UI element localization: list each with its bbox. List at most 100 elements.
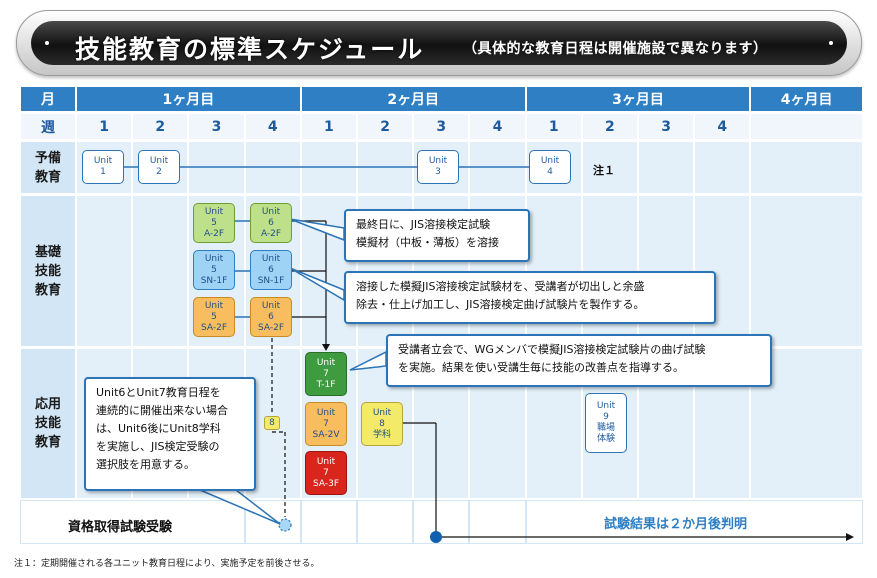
schedule-cell: [750, 141, 863, 194]
callout-line: 選択肢を用意する。: [96, 458, 195, 471]
schedule-cell: [188, 141, 245, 194]
week-header-label: 週: [20, 113, 76, 140]
unit-number: 5: [211, 311, 217, 322]
month-header: 2ヶ月目: [300, 86, 526, 112]
unit-code: A-2F: [203, 228, 225, 239]
callout-test-piece: 溶接した模擬JIS溶接検定試験材を、受講者が切出しと余盛 除去・仕上げ加工し、J…: [344, 271, 716, 324]
week-header: 3: [188, 113, 245, 140]
unit-label: Unit: [372, 407, 392, 418]
schedule-cell: [469, 141, 526, 194]
page-title: 技能教育の標準スケジュール: [75, 35, 425, 64]
unit-code: 職場: [596, 423, 615, 433]
unit-label: Unit: [596, 401, 616, 411]
unit-7-t1f: Unit 7 T-1F: [305, 352, 347, 396]
week-header: 1: [300, 113, 357, 140]
month-header-label: 月: [20, 86, 76, 112]
schedule-cell: [581, 141, 638, 194]
unit-3: Unit 3: [417, 150, 459, 184]
unit-label: Unit: [428, 156, 448, 166]
unit-number: 9: [603, 412, 609, 422]
callout-line: を実施。結果を使い受講生毎に技能の改善点を指導する。: [398, 361, 684, 374]
unit-label: Unit: [204, 206, 224, 217]
unit-code: SA-2F: [201, 322, 227, 333]
row-label-applied: 応用技能教育: [20, 348, 76, 499]
unit-label: Unit: [261, 300, 281, 311]
banner-rivet-icon: [829, 41, 833, 45]
row-label-line: 教育: [34, 169, 61, 185]
unit-4: Unit 4: [529, 150, 571, 184]
month-header: 1ヶ月目: [76, 86, 301, 112]
unit-label: Unit: [261, 206, 281, 217]
exam-row-cell: [300, 500, 357, 544]
schedule-cell: [76, 195, 133, 347]
result-label: 試験結果は２か月後判明: [604, 517, 748, 532]
week-header: 4: [469, 113, 526, 140]
week-header: 3: [638, 113, 695, 140]
unit-code: SA-2V: [312, 429, 340, 440]
unit-label: Unit: [204, 253, 224, 264]
unit-label: Unit: [261, 253, 281, 264]
callout-line: は、Unit6後にUnit8学科: [96, 422, 221, 435]
unit-7-sa2v: Unit 7 SA-2V: [305, 402, 347, 446]
exam-row-cell: [244, 500, 301, 544]
unit-number: 6: [268, 217, 274, 228]
unit-code: T-1F: [316, 379, 336, 390]
callout-unit8-option: Unit6とUnit7教育日程を 連続的に開催出来ない場合 は、Unit6後にU…: [84, 377, 256, 491]
unit-code: A-2F: [260, 228, 282, 239]
month-header: 4ヶ月目: [750, 86, 863, 112]
week-header: 2: [581, 113, 638, 140]
unit-number: 8: [269, 417, 275, 428]
unit-number: 7: [323, 368, 329, 379]
unit-number: 1: [100, 167, 106, 177]
schedule-cell: [357, 141, 414, 194]
page-subtitle: （具体的な教育日程は開催施設で異なります）: [463, 41, 768, 57]
callout-line: 受講者立会で、WGメンバで模擬JIS溶接検定試験片の曲げ試験: [398, 343, 706, 356]
unit-6-sa2f: Unit 6 SA-2F: [250, 297, 292, 337]
schedule-cell: [638, 141, 695, 194]
unit-label: Unit: [204, 300, 224, 311]
week-header: 4: [244, 113, 301, 140]
unit-label: Unit: [316, 357, 336, 368]
unit-label: Unit: [149, 156, 169, 166]
callout-line: 最終日に、JIS溶接検定試験: [356, 218, 491, 231]
unit-7-sa3f: Unit 7 SA-3F: [305, 451, 347, 495]
unit-1: Unit 1: [82, 150, 124, 184]
unit-number: 8: [379, 418, 385, 429]
unit-5-sa2f: Unit 5 SA-2F: [193, 297, 235, 337]
month-header: 3ヶ月目: [525, 86, 751, 112]
row-label-basic: 基礎技能教育: [20, 195, 76, 347]
row-label-line: 技能: [34, 416, 61, 431]
schedule-cell: [300, 141, 357, 194]
callout-line: を実施し、JIS検定受験の: [96, 440, 220, 453]
schedule-cell: [132, 195, 189, 347]
schedule-cell: [694, 141, 751, 194]
callout-bend-test: 受講者立会で、WGメンバで模擬JIS溶接検定試験片の曲げ試験 を実施。結果を使い…: [386, 334, 772, 387]
week-header: 3: [413, 113, 470, 140]
row-label-line: 教育: [34, 282, 61, 298]
unit-label: Unit: [316, 456, 336, 467]
unit-code: SA-2F: [258, 322, 284, 333]
week-header: 4: [694, 113, 751, 140]
week-header-empty: [750, 113, 863, 140]
row-label-line: 基礎: [34, 244, 61, 260]
callout-line: 除去・仕上げ加工し、JIS溶接検定曲げ試験片を製作する。: [356, 298, 645, 311]
week-header: 2: [132, 113, 189, 140]
callout-line: 溶接した模擬JIS溶接検定試験材を、受講者が切出しと余盛: [356, 280, 645, 293]
exam-row-cell: [357, 500, 414, 544]
unit-number: 2: [156, 167, 162, 177]
footnote: 注１：定期開催される各ユニット教育日程により、実施予定を前後させる。: [14, 559, 320, 569]
unit-6-sn1f: Unit 6 SN-1F: [250, 250, 292, 290]
week-header: 1: [76, 113, 133, 140]
unit-label: Unit: [316, 407, 336, 418]
unit-code: 学科: [372, 429, 391, 440]
unit-number: 4: [547, 167, 553, 177]
unit-number: 7: [323, 467, 329, 478]
exam-row-cell: [413, 500, 470, 544]
callout-line: 連続的に開催出来ない場合: [96, 404, 228, 417]
unit-number: 5: [211, 264, 217, 275]
row-label-line: 技能: [34, 263, 61, 279]
unit-6-a2f: Unit 6 A-2F: [250, 203, 292, 243]
unit-code: SN-1F: [200, 275, 228, 286]
unit-9-workplace: Unit 9 職場 体験: [585, 393, 627, 453]
unit-number: 3: [435, 167, 441, 177]
